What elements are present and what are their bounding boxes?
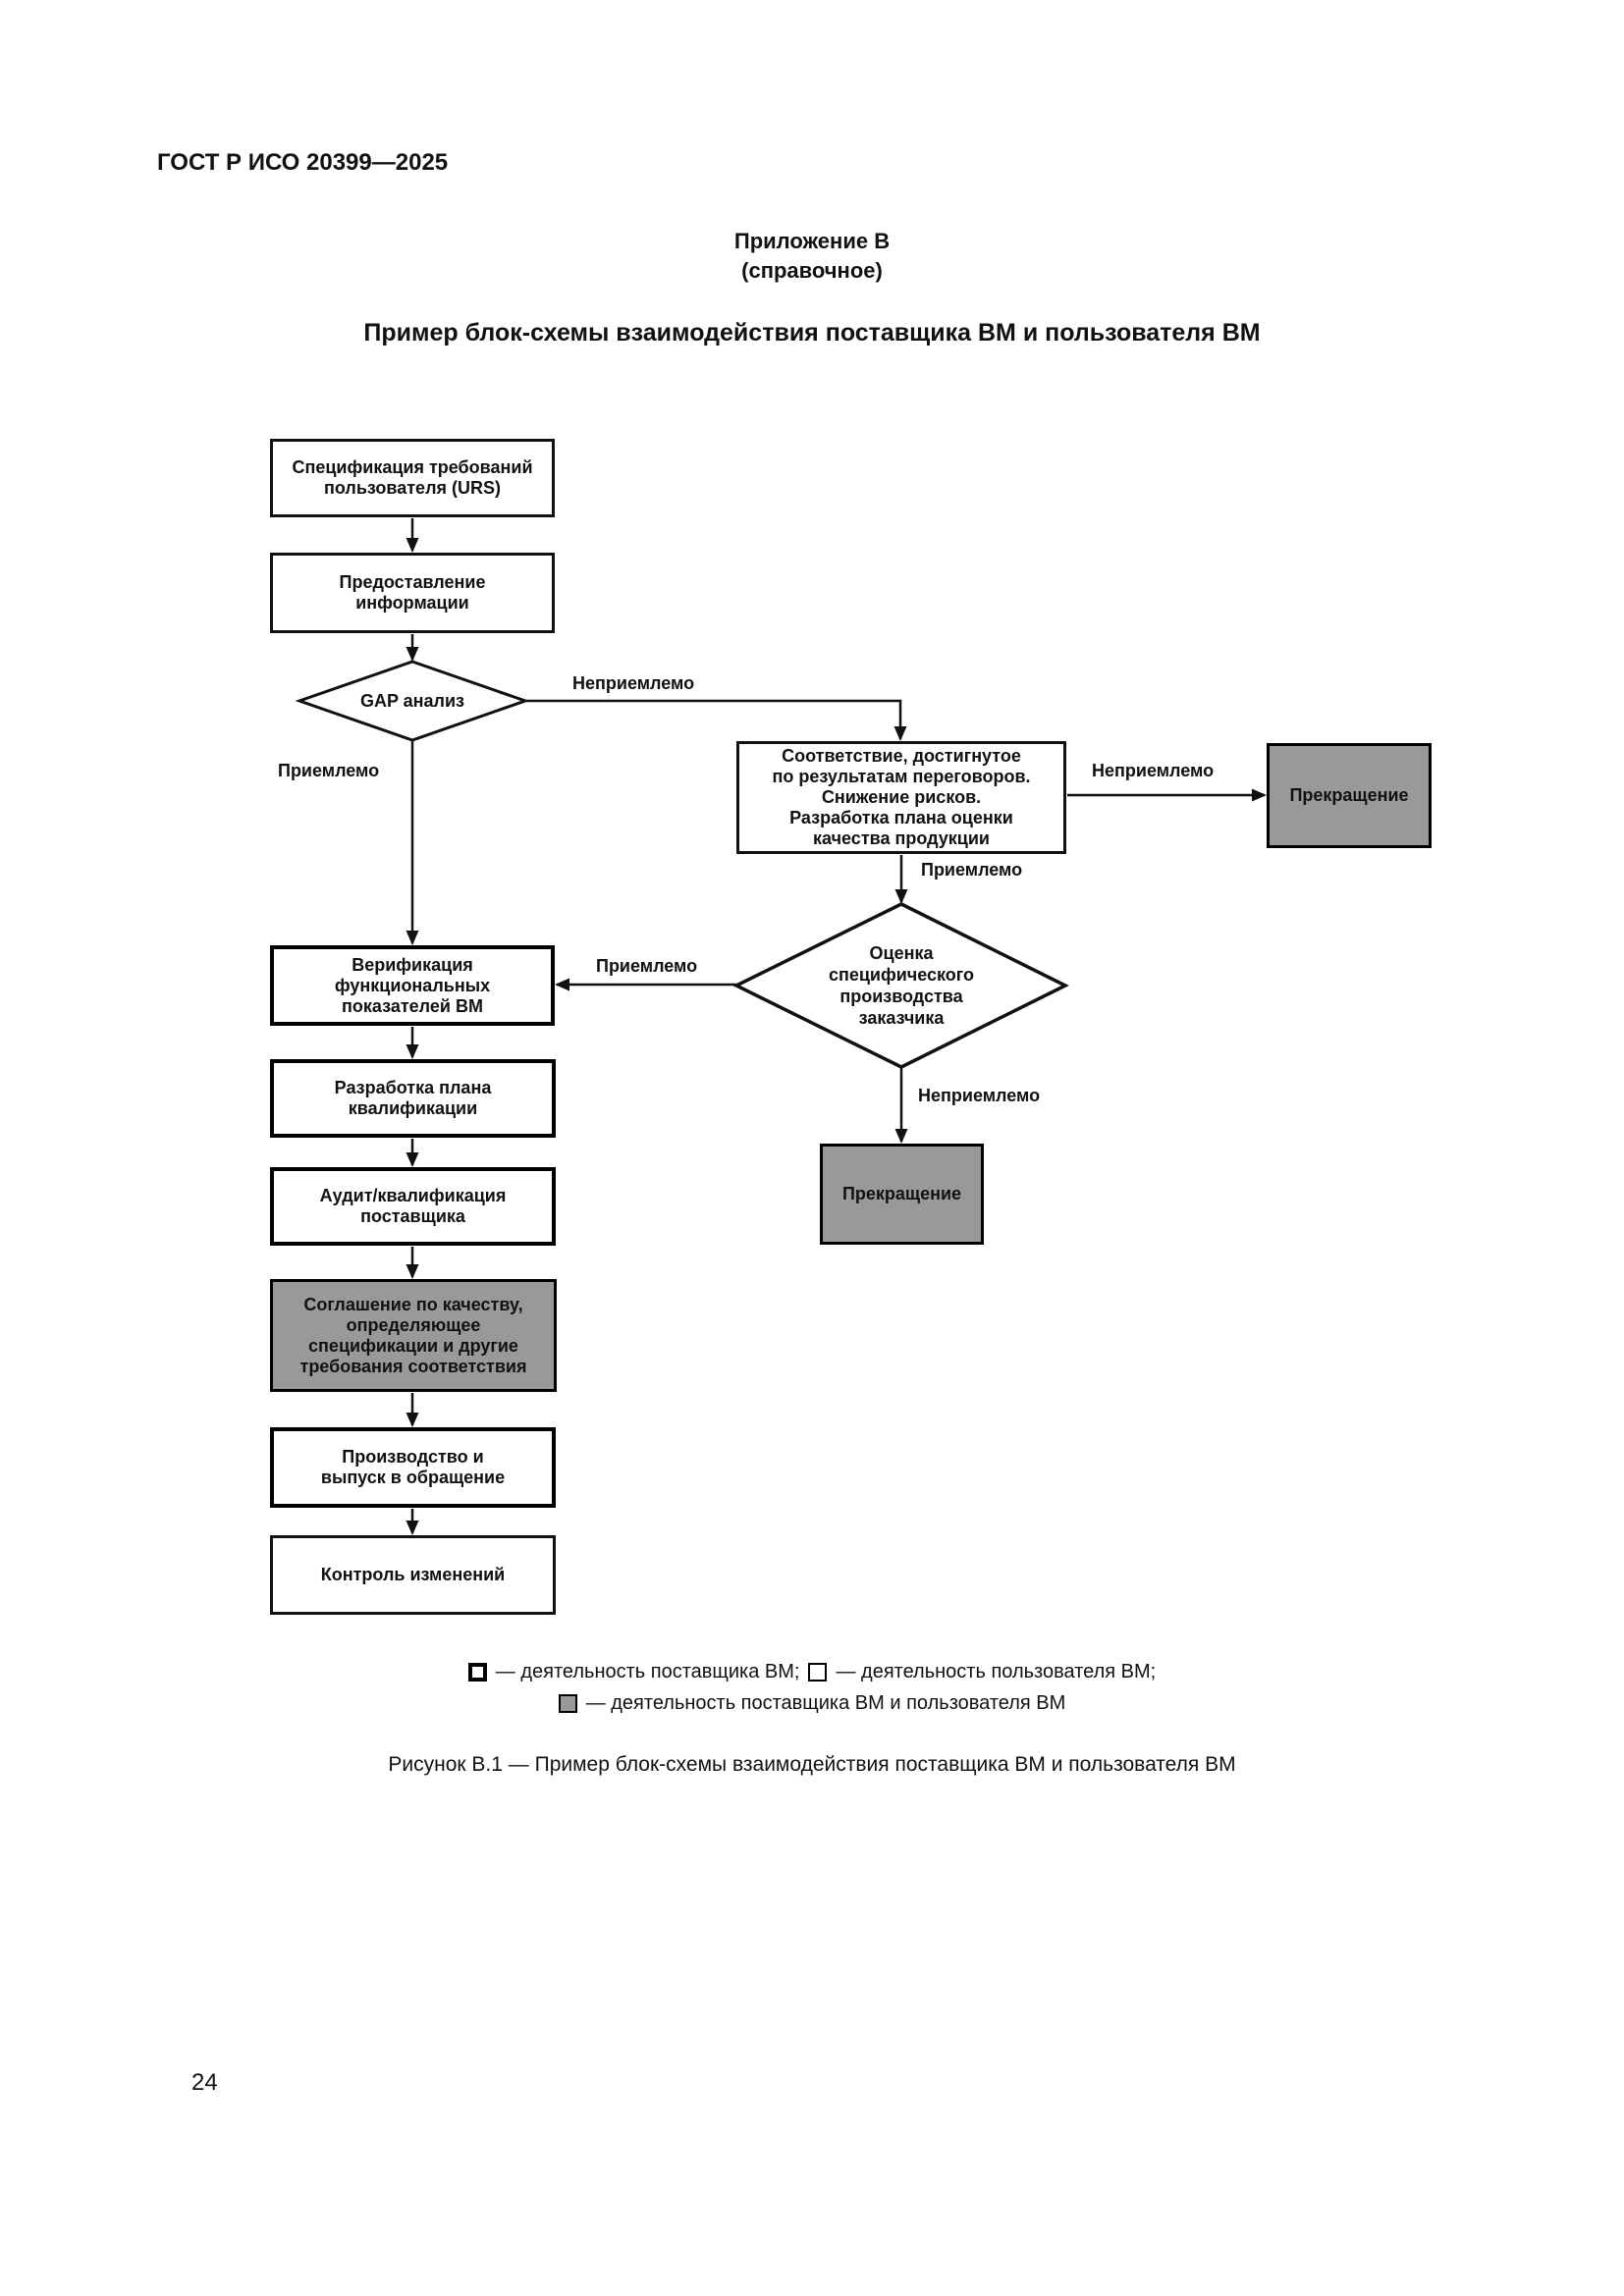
legend-row-1: — деятельность поставщика ВМ; — деятельн… — [0, 1661, 1624, 1683]
node-label: Производство и выпуск в обращение — [320, 1447, 506, 1487]
flowchart-node-audit: Аудит/квалификация поставщика — [270, 1167, 556, 1246]
edge-label-assessment-unacceptable: Неприемлемо — [918, 1086, 1041, 1105]
edge-label-negotiation-acceptable: Приемлемо — [921, 860, 1023, 880]
flowchart-node-customer-assessment-label: Оценка специфического производства заказ… — [828, 943, 975, 1028]
flowchart-node-termination-2: Прекращение — [820, 1144, 984, 1245]
edge-label-gap-unacceptable: Неприемлемо — [572, 673, 695, 693]
node-label: Соглашение по качеству, определяющее спе… — [299, 1294, 527, 1376]
connector-gap-negotiation — [525, 699, 907, 741]
page-number: 24 — [191, 2069, 218, 2096]
edge-label-gap-acceptable: Приемлемо — [278, 761, 380, 780]
flowchart-node-negotiation: Соответствие, достигнутое по результатам… — [736, 741, 1066, 854]
appendix-subheading: (справочное) — [741, 258, 883, 283]
node-label: Разработка плана квалификации — [334, 1078, 492, 1118]
node-label: Соответствие, достигнутое по результатам… — [772, 746, 1031, 848]
node-label: Спецификация требований пользователя (UR… — [292, 457, 533, 498]
user-activity-swatch-icon — [808, 1663, 828, 1682]
legend-row-2: — деятельность поставщика ВМ и пользоват… — [0, 1692, 1624, 1715]
flowchart-node-gap-analysis-label: GAP анализ — [359, 691, 465, 711]
flowchart-node-change-control: Контроль изменений — [270, 1535, 556, 1615]
figure-title: Пример блок-схемы взаимодействия поставщ… — [363, 319, 1261, 347]
flowchart-node-verification: Верификация функциональных показателей В… — [270, 945, 555, 1026]
node-label: Контроль изменений — [320, 1565, 506, 1584]
flowchart-node-information: Предоставление информации — [270, 553, 555, 633]
legend-user-label: — деятельность пользователя ВМ; — [836, 1661, 1157, 1682]
flowchart-node-quality-agreement: Соглашение по качеству, определяющее спе… — [270, 1279, 557, 1392]
decision-customer-assessment-shape — [732, 902, 1069, 1069]
flowchart-node-production: Производство и выпуск в обращение — [270, 1427, 556, 1508]
legend: — деятельность поставщика ВМ; — деятельн… — [0, 1661, 1624, 1724]
legend-both-label: — деятельность поставщика ВМ и пользоват… — [585, 1692, 1066, 1714]
supplier-activity-swatch-icon — [467, 1663, 487, 1682]
node-label: Предоставление информации — [339, 572, 486, 613]
legend-supplier-label: — деятельность поставщика ВМ; — [495, 1661, 800, 1682]
edge-label-negotiation-unacceptable: Неприемлемо — [1092, 761, 1215, 780]
decision-gap-analysis-shape — [295, 660, 530, 742]
node-label: Аудит/квалификация поставщика — [319, 1186, 507, 1226]
appendix-heading: Приложение В — [733, 229, 891, 253]
flowchart-node-urs: Спецификация требований пользователя (UR… — [270, 439, 555, 517]
standard-designation: ГОСТ Р ИСО 20399—2025 — [157, 149, 449, 176]
figure-caption: Рисунок В.1 — Пример блок-схемы взаимоде… — [388, 1753, 1236, 1776]
node-label: Верификация функциональных показателей В… — [334, 954, 491, 1016]
node-label: Прекращение — [1289, 785, 1409, 805]
both-activity-swatch-icon — [558, 1694, 577, 1713]
node-label: Прекращение — [841, 1184, 962, 1203]
flowchart-node-qualification-plan: Разработка плана квалификации — [270, 1059, 556, 1138]
edge-label-assessment-acceptable: Приемлемо — [596, 956, 698, 976]
flowchart-node-termination-1: Прекращение — [1267, 743, 1432, 848]
